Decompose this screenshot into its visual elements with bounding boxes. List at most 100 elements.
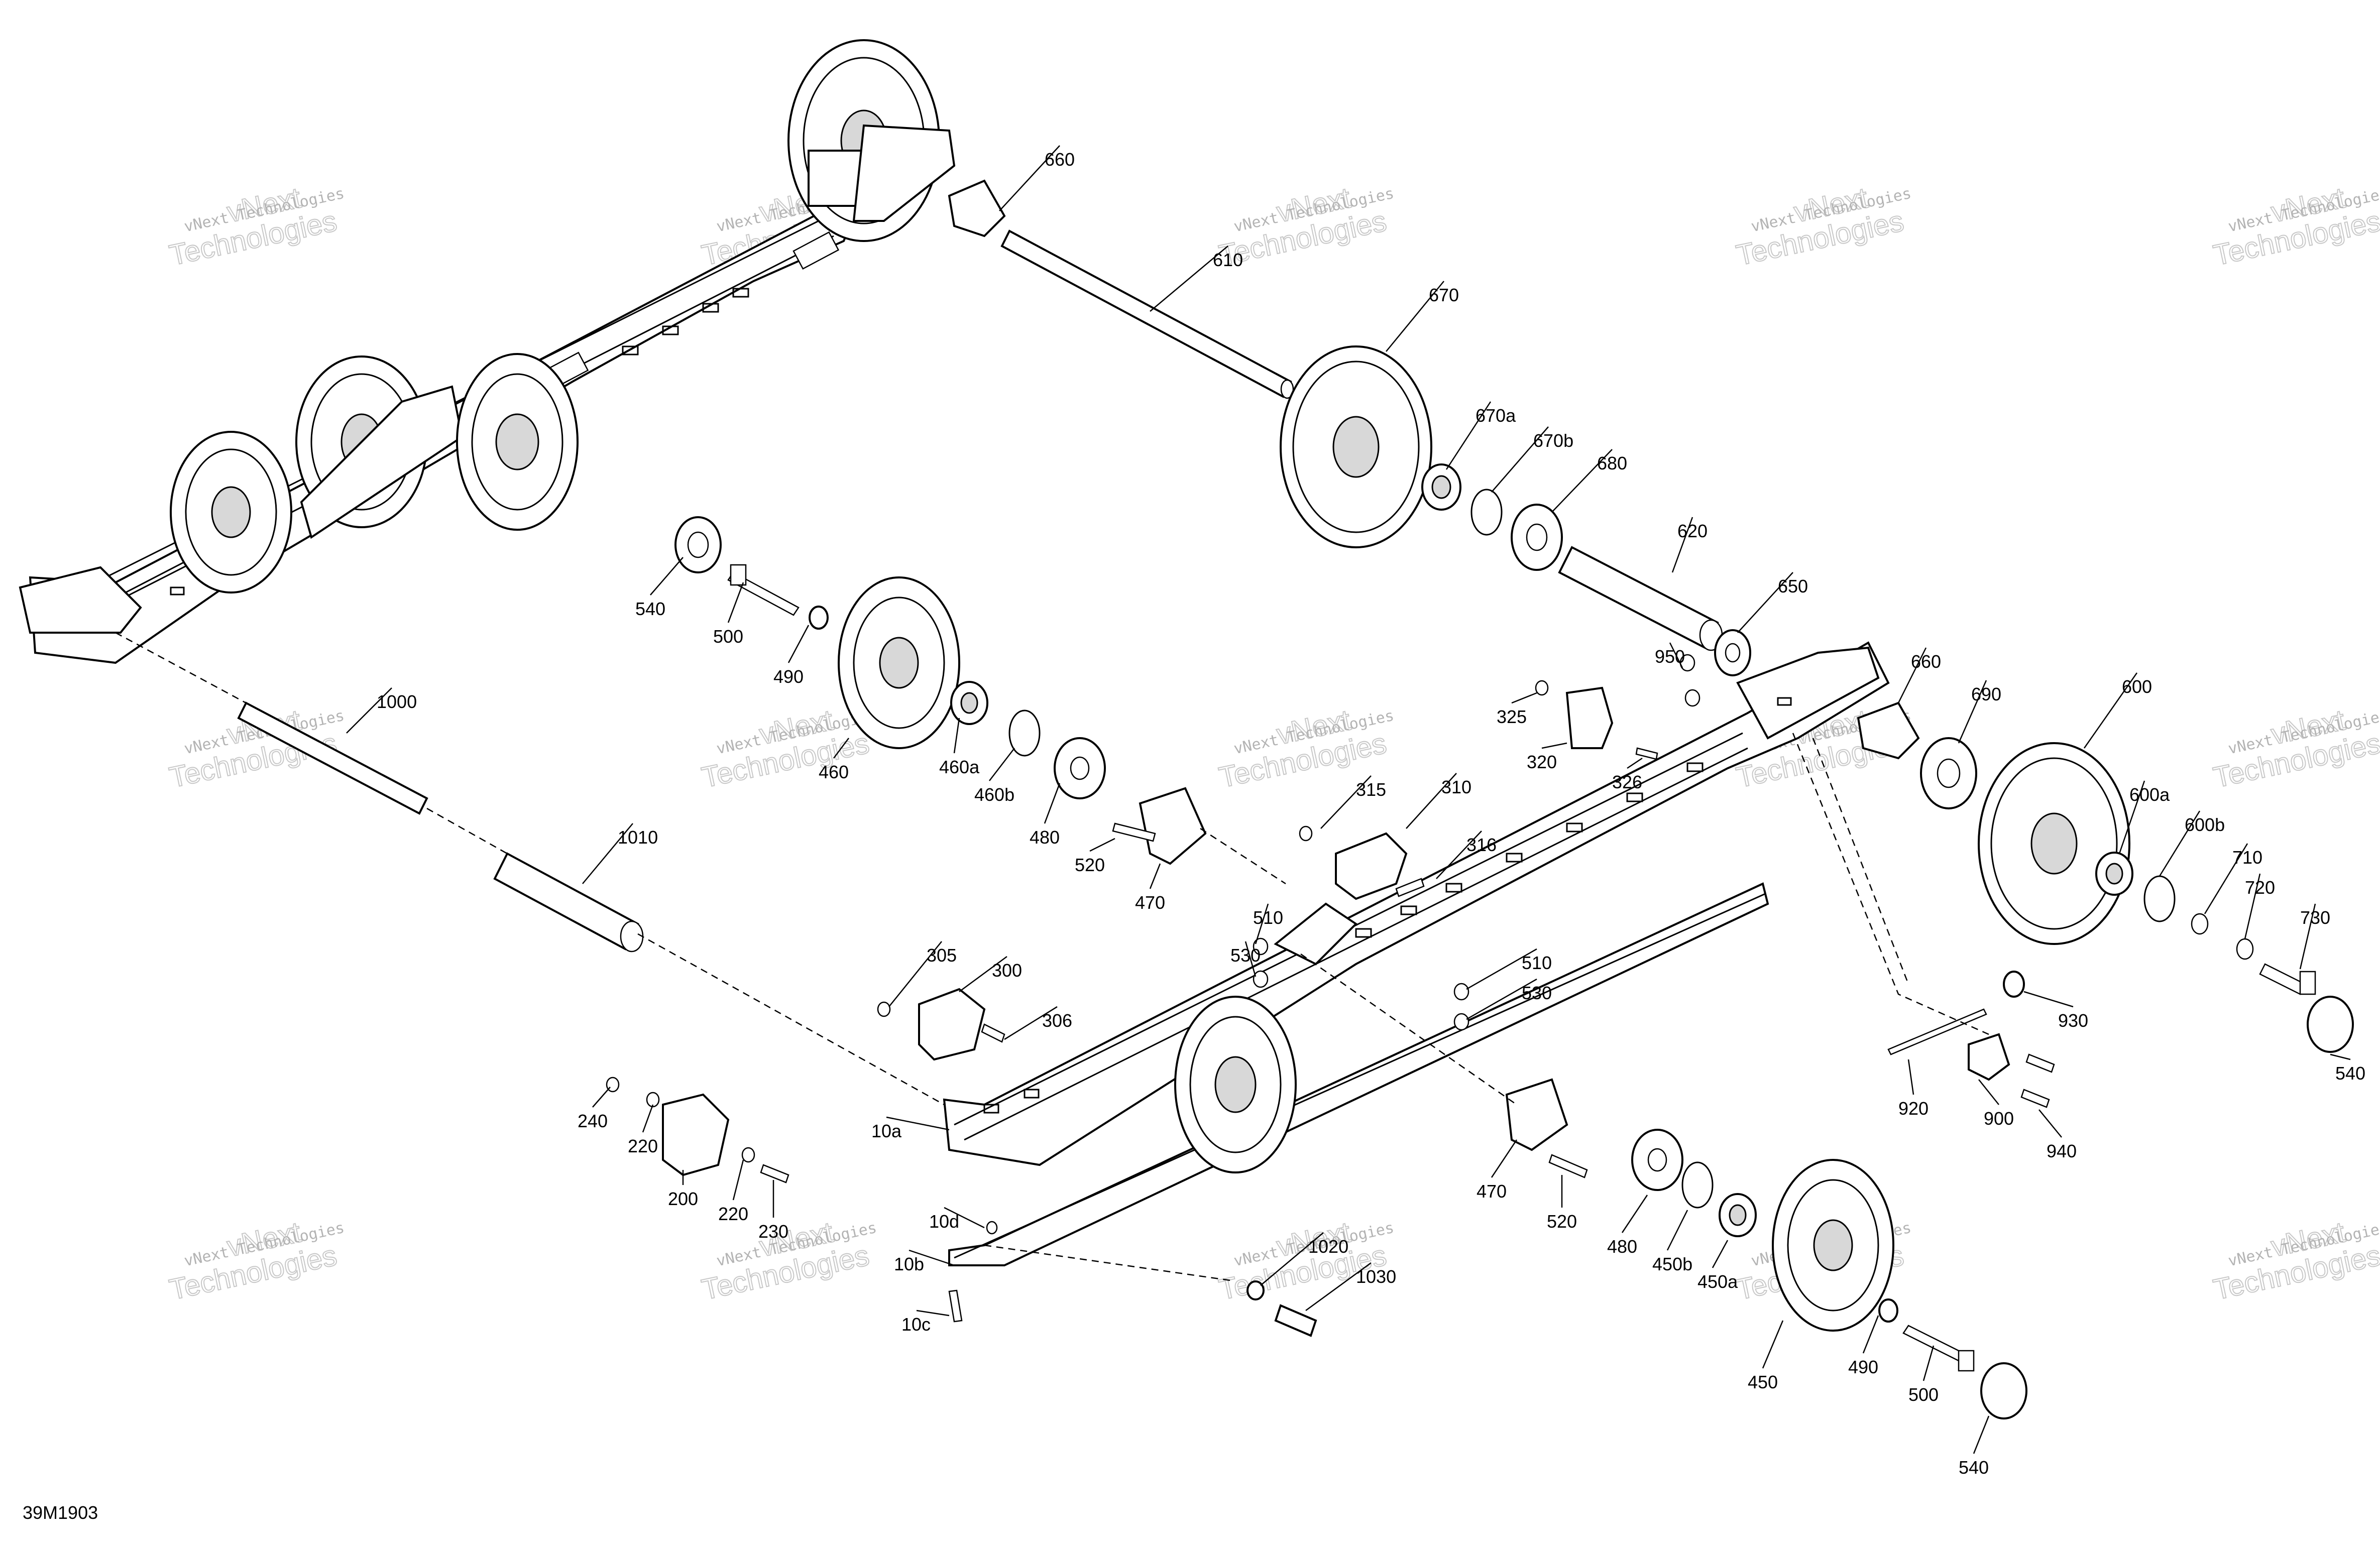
shafts xyxy=(237,229,1987,1055)
leader-line xyxy=(2244,873,2261,939)
leader-line xyxy=(1897,647,1927,703)
leader-line xyxy=(1255,903,1269,944)
leader-line xyxy=(1621,1195,1648,1233)
part-label: 540 xyxy=(635,599,665,619)
large-wheel-600 xyxy=(1978,742,2130,945)
leader-line xyxy=(1445,401,1492,470)
part-label: 320 xyxy=(1527,752,1557,772)
part-label: 540 xyxy=(1959,1457,1989,1478)
leader-line xyxy=(1260,1232,1324,1286)
leader-line xyxy=(2023,991,2074,1008)
part-label: 450 xyxy=(1748,1372,1778,1392)
leader-line xyxy=(2118,780,2145,854)
part-label: 490 xyxy=(1848,1357,1878,1377)
leader-line xyxy=(2159,810,2201,877)
leader-line xyxy=(650,557,684,596)
leader-line xyxy=(787,625,810,663)
leader-line xyxy=(1089,838,1115,852)
leader-line xyxy=(953,718,960,754)
leader-line xyxy=(909,1249,955,1266)
part-label: 730 xyxy=(2300,907,2330,928)
part-label: 500 xyxy=(713,626,743,647)
part-label: 510 xyxy=(1253,907,1283,928)
leader-line xyxy=(1978,1079,1999,1105)
leader-line xyxy=(1149,863,1161,889)
part-label: 10b xyxy=(894,1254,924,1274)
part-label: 600a xyxy=(2129,784,2170,805)
leader-line xyxy=(1669,642,1683,668)
leader-lines xyxy=(346,145,2351,1454)
part-label: 520 xyxy=(1547,1211,1577,1232)
part-label: 650 xyxy=(1778,576,1808,597)
leader-line xyxy=(582,823,633,884)
leader-line xyxy=(2038,1109,2062,1138)
leader-line xyxy=(2083,672,2138,749)
leader-line xyxy=(2299,903,2316,970)
part-label: 220 xyxy=(628,1136,658,1156)
part-label: 450a xyxy=(1697,1271,1738,1292)
leader-line xyxy=(1004,1006,1058,1040)
part-label: 620 xyxy=(1677,521,1708,541)
leader-line xyxy=(886,1116,950,1131)
part-label: 490 xyxy=(773,666,804,687)
leader-line xyxy=(989,748,1015,781)
part-label: 310 xyxy=(1441,777,1471,797)
leader-line xyxy=(944,1207,985,1229)
leader-line xyxy=(999,145,1060,211)
leader-line xyxy=(1386,281,1444,352)
part-label: 660 xyxy=(1911,651,1941,672)
leader-line xyxy=(732,1159,744,1201)
part-label: 306 xyxy=(1042,1010,1072,1031)
part-label: 520 xyxy=(1075,855,1105,875)
leader-line xyxy=(1712,1240,1729,1268)
part-label: 480 xyxy=(1030,827,1060,848)
leader-line xyxy=(1511,692,1537,704)
part-label: 670b xyxy=(1533,430,1573,451)
diagram-code: 39M1903 xyxy=(23,1502,98,1523)
part-label: 480 xyxy=(1607,1236,1637,1257)
leader-line xyxy=(1958,680,1987,744)
leader-line xyxy=(1671,517,1693,573)
part-label: 460b xyxy=(974,784,1014,805)
wheel-450 xyxy=(1772,1159,1894,1332)
leader-line xyxy=(1762,1320,1784,1369)
leader-line xyxy=(1551,449,1613,513)
part-label: 200 xyxy=(668,1189,698,1209)
leader-line xyxy=(1627,757,1643,769)
leader-line xyxy=(1491,426,1549,493)
part-label: 460a xyxy=(939,757,980,777)
part-label: 10c xyxy=(901,1314,931,1335)
leader-line xyxy=(1907,1059,1914,1095)
part-label: 610 xyxy=(1213,250,1243,270)
part-label: 600 xyxy=(2122,676,2152,697)
leader-line xyxy=(888,941,942,1007)
part-label: 1020 xyxy=(1308,1236,1348,1257)
part-label: 1030 xyxy=(1356,1266,1396,1287)
large-wheel-670 xyxy=(1280,345,1432,548)
part-label: 600b xyxy=(2185,814,2225,835)
leader-line xyxy=(1320,775,1372,829)
part-label: 220 xyxy=(718,1204,748,1224)
part-label: 10d xyxy=(929,1211,959,1232)
wheel-460 xyxy=(838,576,960,749)
part-label: 670 xyxy=(1429,285,1459,305)
leader-line xyxy=(1406,773,1457,829)
leader-line xyxy=(727,582,744,623)
leader-line xyxy=(1150,246,1228,312)
leader-line xyxy=(2330,1053,2351,1060)
part-label: 900 xyxy=(1984,1108,2014,1129)
part-label: 540 xyxy=(2335,1063,2365,1084)
leader-line xyxy=(1973,1415,1990,1454)
part-label: 930 xyxy=(2058,1010,2088,1031)
part-label: 940 xyxy=(2047,1141,2077,1161)
leader-line xyxy=(1541,742,1567,749)
part-label: 670a xyxy=(1476,405,1516,426)
leader-line xyxy=(1922,1345,1935,1381)
